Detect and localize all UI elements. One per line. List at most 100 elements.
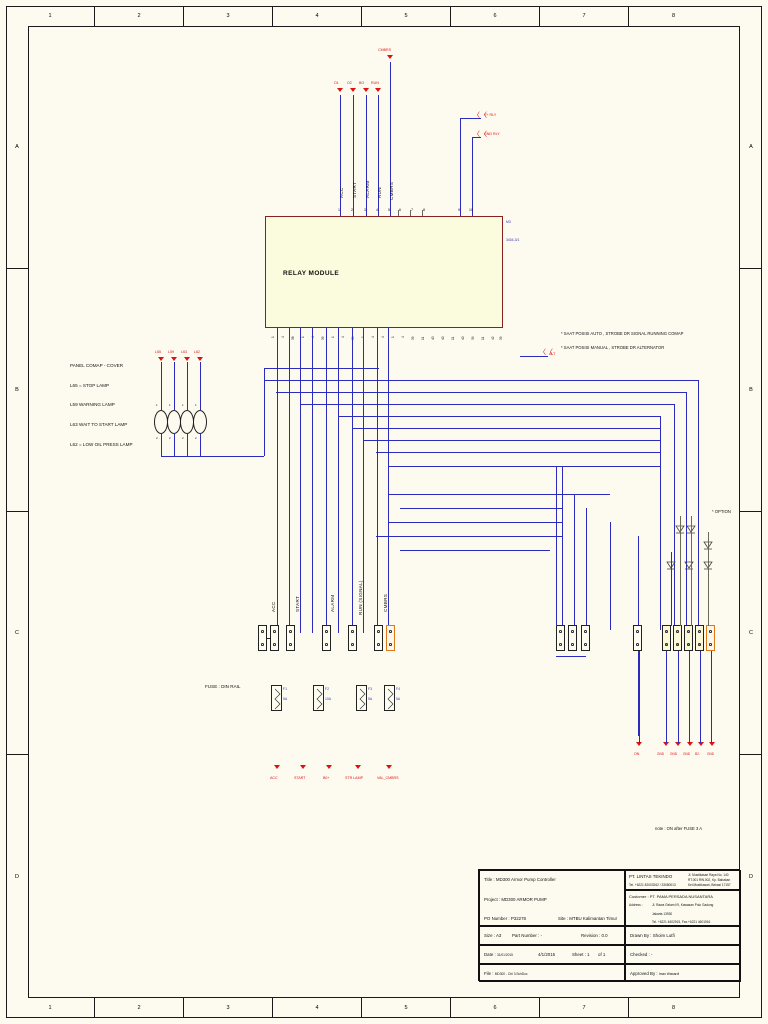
tb-revision-label: Revision :	[581, 933, 601, 938]
wire-lamp-common-rail	[161, 456, 264, 457]
zone-label: C	[749, 630, 753, 636]
fuse-f1[interactable]	[271, 685, 282, 711]
zone-col-bottom-8: 8	[629, 998, 718, 1018]
wire-route-1	[264, 380, 698, 381]
out-tag-acc: ACC	[270, 776, 278, 780]
zone-label: 1	[48, 1005, 52, 1011]
wire-gndrly-h	[472, 137, 481, 138]
wire-diode-1	[680, 516, 681, 626]
zone-col-top-5: 5	[362, 6, 451, 26]
relay-pin-top-2: 2	[351, 208, 353, 212]
lamp-tag-l63: L63	[181, 350, 187, 354]
wire-bus-run	[352, 328, 353, 633]
terminal-block-gnd[interactable]	[684, 625, 693, 651]
wire-route-7	[376, 452, 660, 453]
wire-lamp-l59-bot	[174, 434, 175, 456]
wire-gnd-drop-2	[678, 651, 679, 743]
relay-pin-bottom-21: 39	[471, 336, 475, 340]
zone-label: C	[15, 630, 19, 636]
relay-pin-bottom-22: 11	[481, 336, 485, 340]
wire-center-riser	[556, 466, 557, 626]
title-block: Title : MD300 Armor Pump Controller Proj…	[478, 869, 741, 982]
fuse-name-f2: F2	[325, 687, 329, 691]
zone-label: 5	[404, 1005, 408, 1011]
lamp-num-top-1: 1	[156, 403, 158, 407]
terminal-block[interactable]	[322, 625, 331, 651]
wire-route-3	[300, 404, 674, 405]
terminal-block-right[interactable]	[581, 625, 590, 651]
wire-diode-2	[691, 516, 692, 626]
tb-approved-cell: Approved By : Iman Wawardi	[625, 964, 741, 982]
relay-pin-bottom-11: 4	[371, 336, 375, 338]
wire-alt	[520, 356, 548, 357]
fuse-rating-f4: 5A	[396, 697, 401, 701]
tb-sheet-of: of	[598, 952, 602, 957]
net-tag-gndrly: GND RLY	[484, 132, 500, 136]
tb-partnumber-value: -	[540, 933, 543, 938]
tb-sheet-value: 1	[587, 952, 590, 957]
diode-d5	[684, 560, 694, 578]
tb-file-cell: File : MD300 - Ctrl 3.SchDoc	[479, 964, 625, 982]
zone-col-bottom-6: 6	[451, 998, 540, 1018]
lamp-num-top-4: 1	[195, 403, 197, 407]
fuse-name-f4: F4	[396, 687, 400, 691]
zone-row-right-d: D	[740, 755, 762, 998]
zone-col-top-3: 3	[184, 6, 273, 26]
terminal-block[interactable]	[286, 625, 295, 651]
drawing-frame-outer	[6, 6, 762, 1018]
lamp-tag-l62: L62	[194, 350, 200, 354]
relay-side-tag-1: M3	[506, 220, 511, 224]
out-arrow-acc	[274, 765, 280, 769]
zone-label: A	[749, 144, 753, 150]
zone-col-top-1: 1	[6, 6, 95, 26]
terminal-block[interactable]	[258, 625, 267, 651]
tb-site-label: Site :	[558, 916, 569, 921]
wire-gnd-drop-4	[711, 651, 712, 743]
relay-pin-bottom-1: 1	[271, 336, 275, 338]
terminal-block[interactable]	[270, 625, 279, 651]
terminal-block-gnd-orange[interactable]	[706, 625, 715, 651]
relay-tick-6	[398, 210, 399, 216]
terminal-block-right[interactable]	[568, 625, 577, 651]
terminal-block-on[interactable]	[633, 625, 642, 651]
relay-pin-bottom-24: 39	[499, 336, 503, 340]
relay-module-block[interactable]: RELAY MODULE	[265, 216, 503, 328]
terminal-block[interactable]	[348, 625, 357, 651]
wire-bus-alarm	[326, 328, 327, 633]
tb-address-2: Jakarta 13930	[652, 912, 673, 916]
fuse-f2[interactable]	[313, 685, 324, 711]
wire-route-12	[376, 536, 562, 537]
fuse-f3[interactable]	[356, 685, 367, 711]
wire-gnd-drop-1	[666, 651, 667, 743]
terminal-block-b2[interactable]	[695, 625, 704, 651]
terminal-block-gnd[interactable]	[662, 625, 671, 651]
tb-project-value: MD300 ARMOR PUMP	[501, 897, 547, 902]
out-arrow-gnd1	[663, 742, 669, 746]
tb-po-label: PO Number :	[484, 916, 510, 921]
terminal-block-right[interactable]	[556, 625, 565, 651]
zone-label: 6	[493, 13, 497, 19]
wire-right-drop-3	[674, 404, 675, 630]
net-arrow-vrly: 〈〈	[473, 112, 487, 119]
panel-line-wait: L63 WAIT TO START LAMP	[70, 422, 128, 427]
tb-date-label: Date :	[484, 952, 496, 957]
tb-company-tel: Tel. +6221 82003262 / 33080013	[629, 883, 676, 887]
net-arrow-bo	[363, 88, 369, 92]
net-tag-vrly: V+ RLY	[484, 113, 497, 117]
zone-label: 6	[493, 1005, 497, 1011]
zone-label: D	[749, 873, 753, 880]
terminal-block[interactable]	[374, 625, 383, 651]
terminal-block-gnd[interactable]	[673, 625, 682, 651]
zone-col-top-7: 7	[540, 6, 629, 26]
fuse-rating-f2: 10A	[325, 697, 332, 701]
signal-label-cmbrs: CMBRS	[389, 181, 394, 200]
wire-route-4	[338, 416, 660, 417]
terminal-block-orange[interactable]	[386, 625, 395, 651]
tb-size-value: A3	[495, 933, 502, 938]
out-arrow-strlamp	[355, 765, 361, 769]
wire-route-11	[388, 522, 562, 523]
lamp-tag-l65: L65	[155, 350, 161, 354]
wire-lamp-l63-bot	[187, 434, 188, 456]
fuse-f4[interactable]	[384, 685, 395, 711]
